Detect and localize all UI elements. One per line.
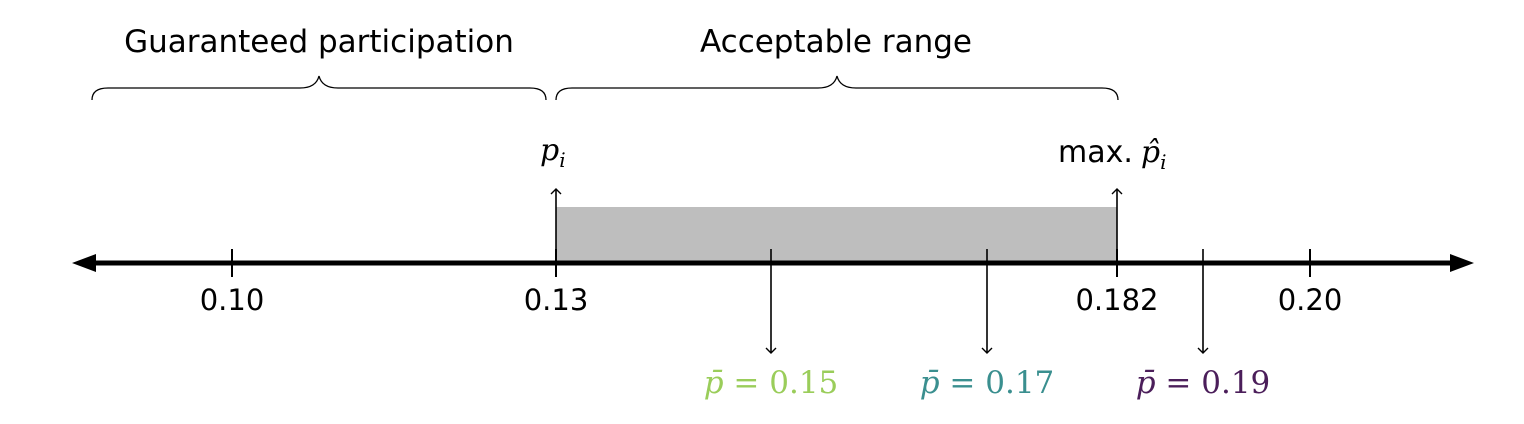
axis-right-arrowhead [1450, 254, 1474, 272]
brace-guaranteed [91, 75, 547, 101]
tick-label-0-182: 0.182 [1075, 283, 1158, 317]
brace-label-guaranteed: Guaranteed participation [124, 24, 514, 60]
lower-bound-label: pi [540, 133, 566, 172]
tick-label-0-20: 0.20 [1278, 283, 1343, 317]
acceptable-range-shading [556, 207, 1117, 263]
tick-label-0-13: 0.13 [524, 283, 589, 317]
upper-bound-label: max.p̂i [1058, 135, 1167, 174]
pbar-label-0-19: p̄ = 0.19 [1136, 365, 1271, 401]
pbar-label-0-17: p̄ = 0.17 [920, 365, 1055, 401]
brace-label-acceptable: Acceptable range [700, 24, 972, 60]
tick-label-0-10: 0.10 [200, 283, 265, 317]
pbar-label-0-15: p̄ = 0.15 [704, 365, 839, 401]
brace-acceptable [555, 75, 1119, 101]
axis-left-arrowhead [72, 254, 96, 272]
